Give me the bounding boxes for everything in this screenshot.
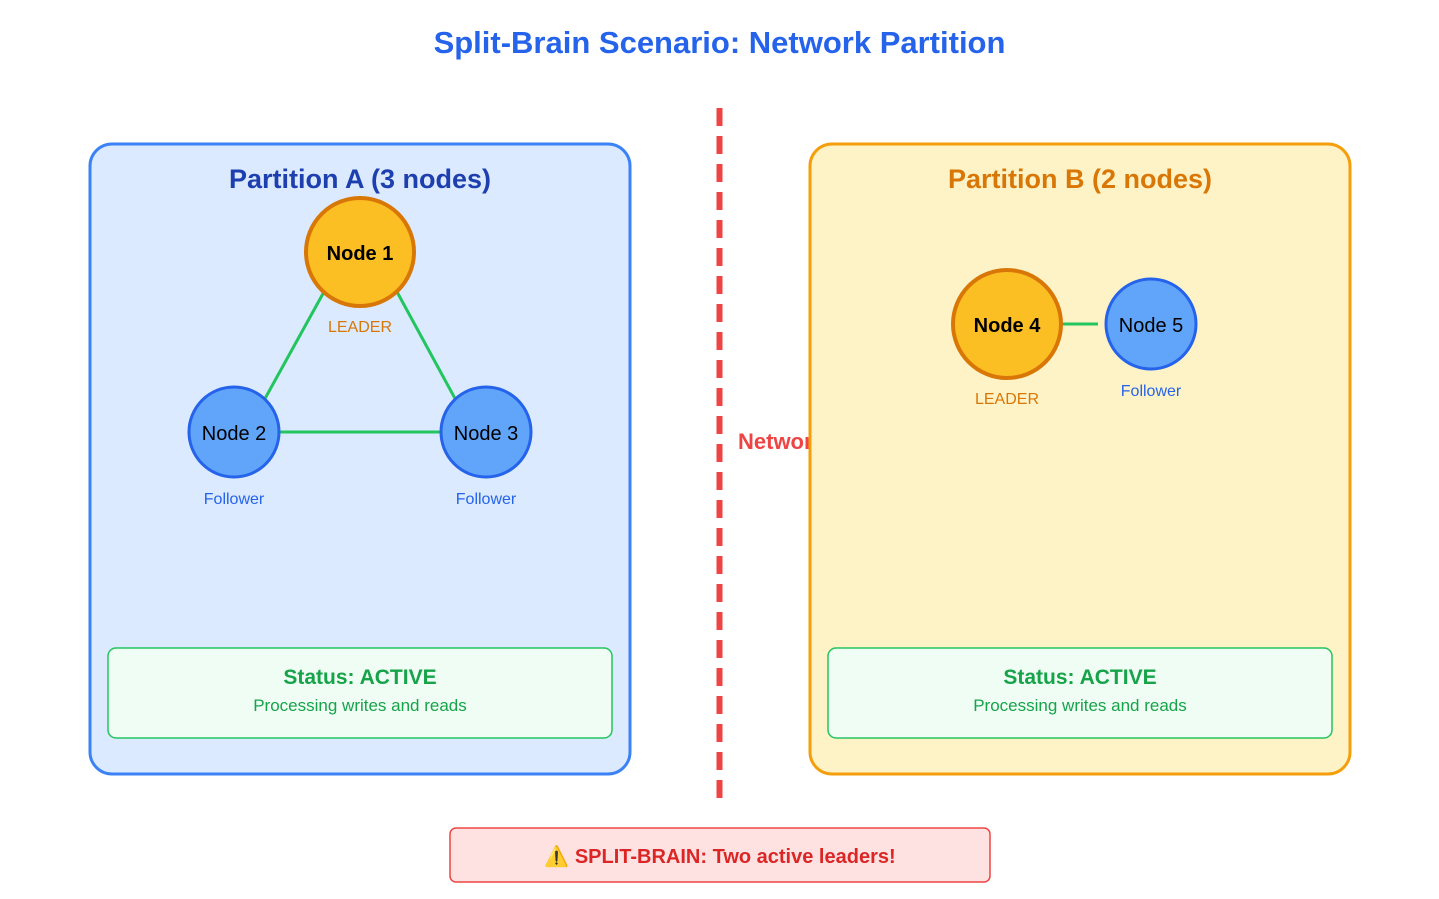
split-brain-alert-text: ⚠️ SPLIT-BRAIN: Two active leaders!	[544, 844, 895, 868]
node-1[interactable]: Node 1 LEADER	[304, 196, 416, 336]
partition-b-status: Status: ACTIVE Processing writes and rea…	[827, 647, 1333, 739]
partition-a-box	[88, 142, 632, 776]
node-3-circle	[439, 385, 533, 479]
link-node1-node3	[394, 289, 460, 405]
partition-b-status-title: Status: ACTIVE	[1003, 666, 1156, 689]
node-5-label: Node 5	[1119, 315, 1184, 337]
partition-a-status: Status: ACTIVE Processing writes and rea…	[107, 647, 613, 739]
partition-b: Partition B (2 nodes) Node 4 LEADER Node…	[808, 142, 1352, 776]
partition-b-status-subtitle: Processing writes and reads	[973, 696, 1187, 715]
node-3-label: Node 3	[454, 423, 519, 445]
node-1-label: Node 1	[327, 243, 394, 265]
node-1-circle	[304, 196, 416, 308]
partition-b-title: Partition B (2 nodes)	[948, 164, 1212, 194]
node-3-role: Follower	[456, 491, 517, 508]
partition-a-status-subtitle: Processing writes and reads	[253, 696, 467, 715]
node-2-label: Node 2	[202, 423, 267, 445]
node-4-circle	[951, 268, 1063, 380]
node-5-circle	[1104, 277, 1198, 371]
node-3[interactable]: Node 3 Follower	[439, 385, 533, 508]
node-4-role: LEADER	[975, 391, 1039, 408]
node-4-label: Node 4	[974, 315, 1042, 337]
node-2[interactable]: Node 2 Follower	[187, 385, 281, 508]
node-5-role: Follower	[1121, 383, 1182, 400]
partition-a-status-title: Status: ACTIVE	[283, 666, 436, 689]
partition-b-status-box	[827, 647, 1333, 739]
partition-a-status-box	[107, 647, 613, 739]
node-2-circle	[187, 385, 281, 479]
split-brain-alert: ⚠️ SPLIT-BRAIN: Two active leaders!	[449, 827, 991, 883]
partition-a: Partition A (3 nodes) Node 1 LEADER Node…	[88, 142, 632, 776]
page-title: Split-Brain Scenario: Network Partition	[434, 25, 1006, 60]
partition-a-title: Partition A (3 nodes)	[229, 164, 491, 194]
link-node1-node2	[260, 289, 327, 405]
node-1-role: LEADER	[328, 319, 392, 336]
node-4[interactable]: Node 4 LEADER	[951, 268, 1063, 408]
node-2-role: Follower	[204, 491, 265, 508]
split-brain-alert-box	[449, 827, 991, 883]
node-5[interactable]: Node 5 Follower	[1104, 277, 1198, 400]
partition-b-box	[808, 142, 1352, 776]
